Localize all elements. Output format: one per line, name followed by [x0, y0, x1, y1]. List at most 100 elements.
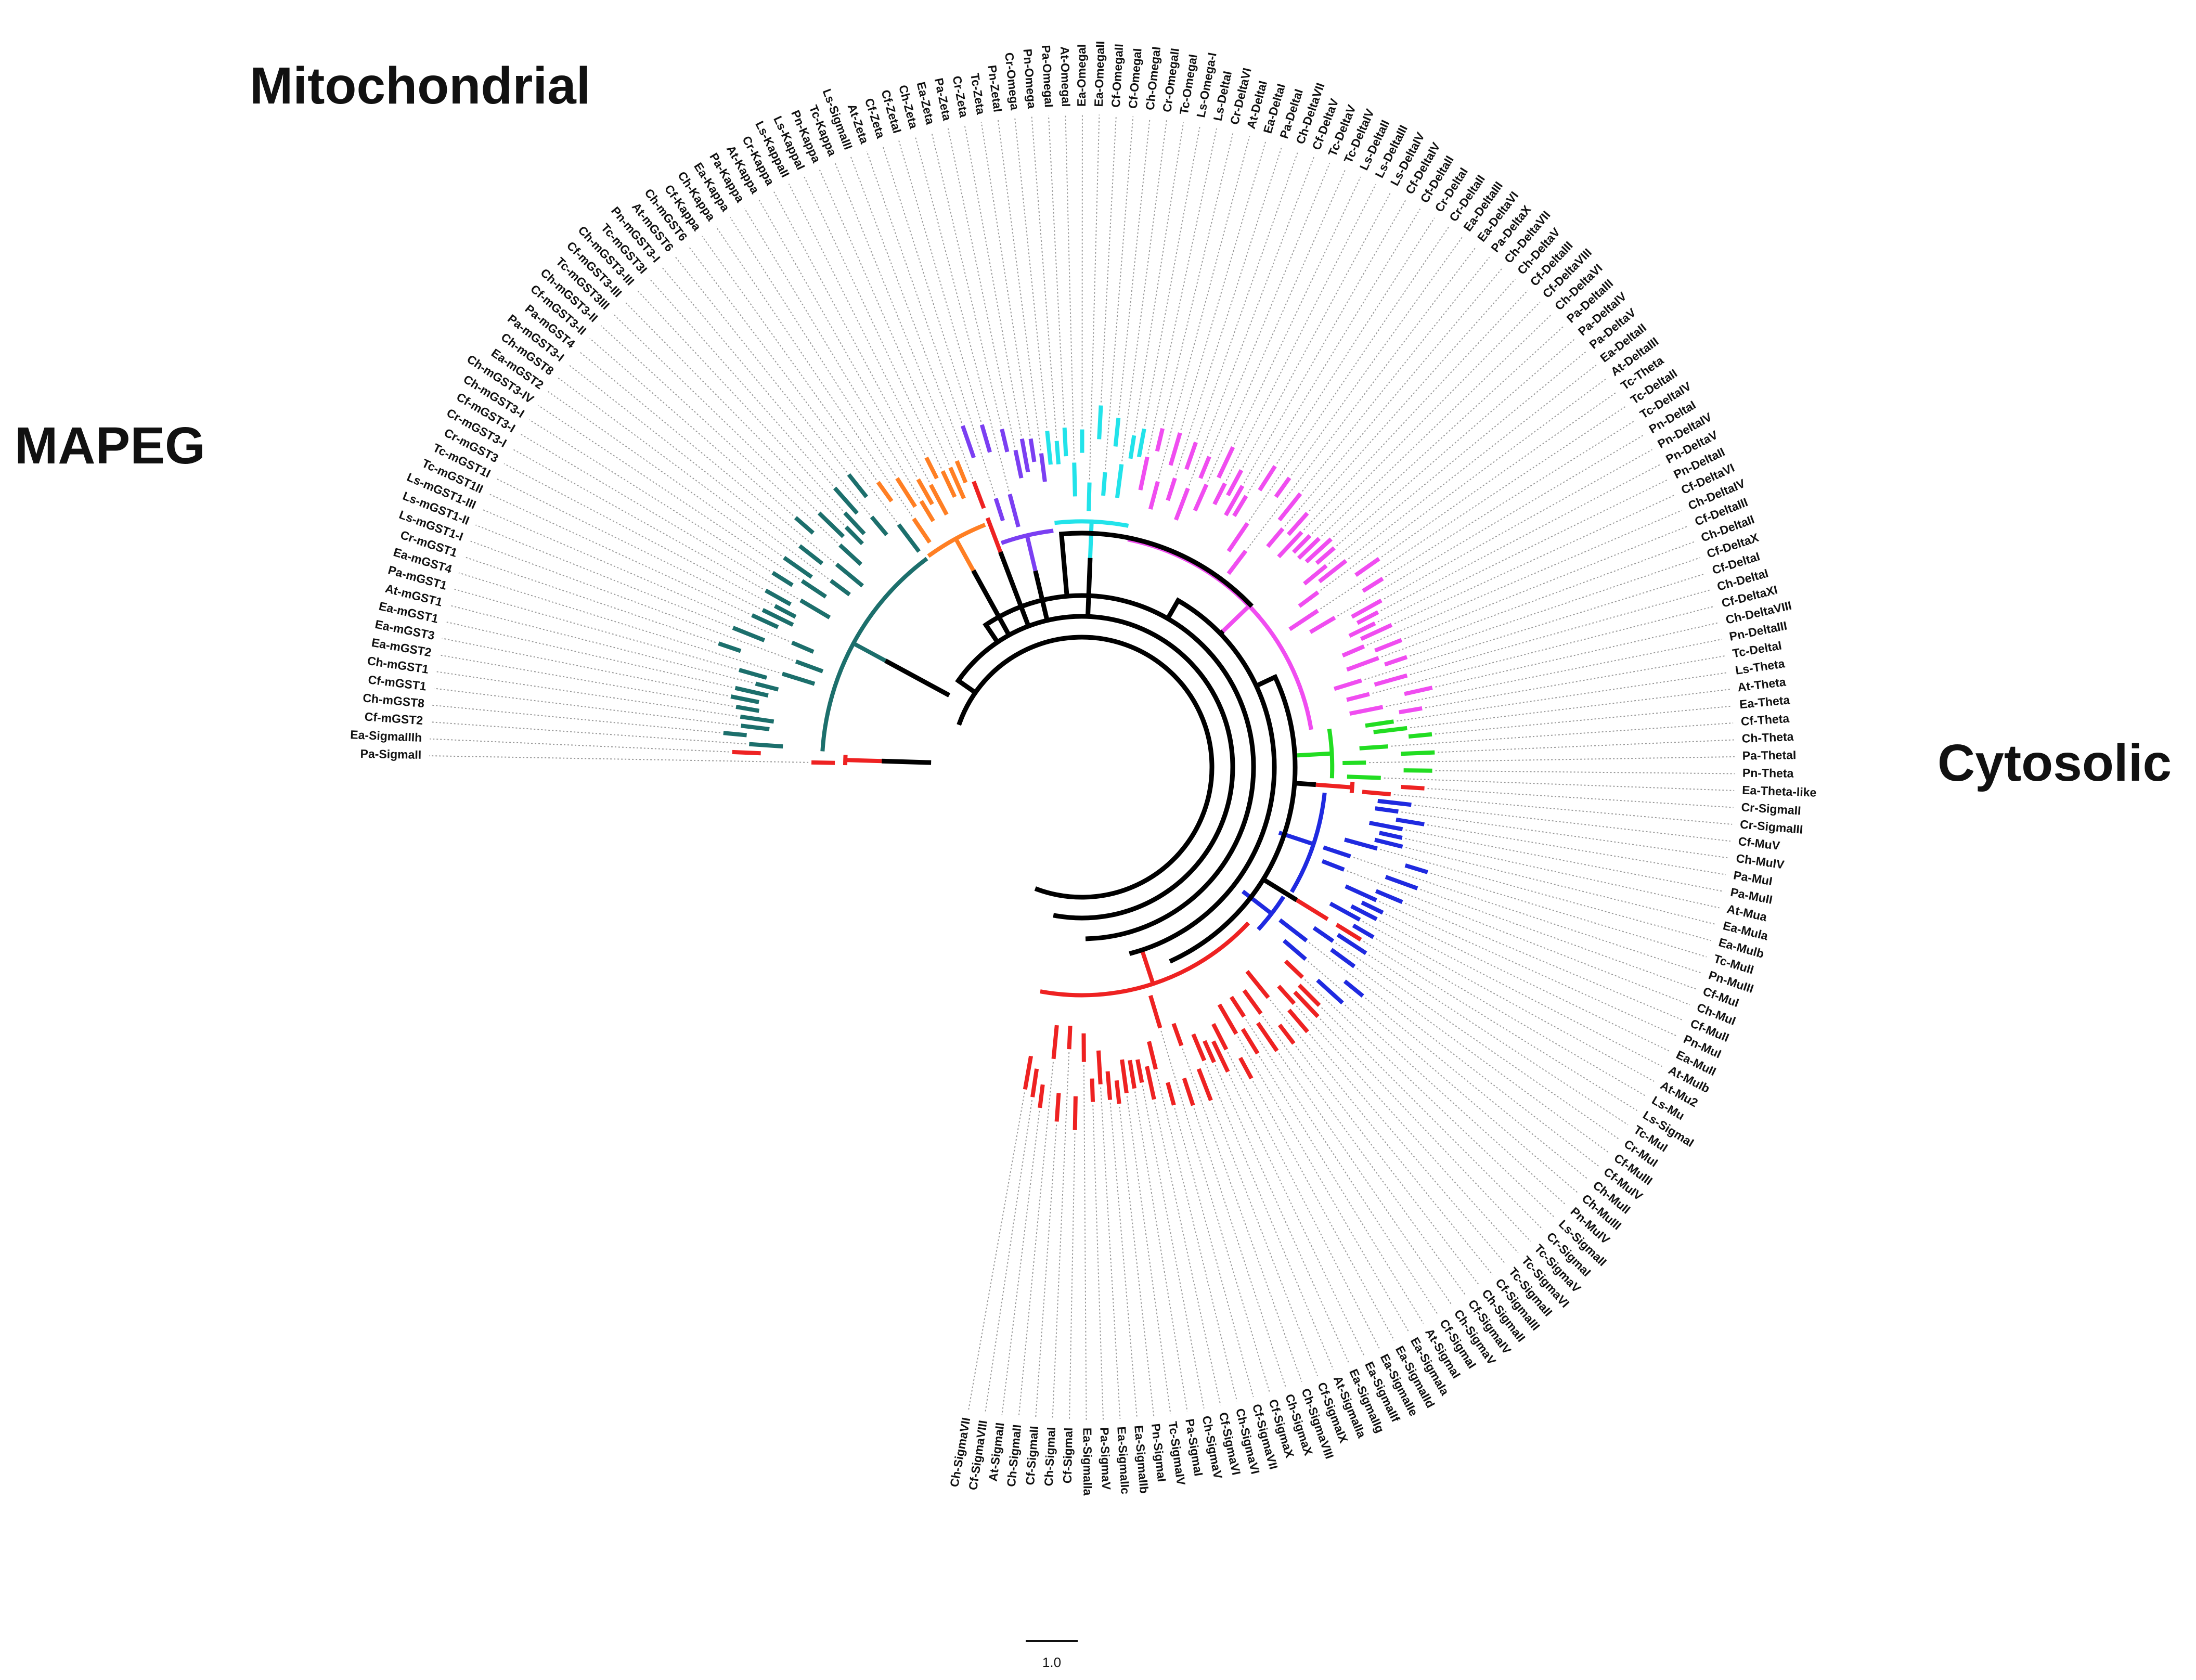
clade-stem — [1088, 521, 1094, 558]
terminal-branch — [1277, 1024, 1296, 1045]
leader-line — [600, 325, 838, 544]
leader-line — [819, 169, 950, 465]
terminal-branch — [1256, 1022, 1279, 1052]
leader-line — [1391, 722, 1734, 747]
terminal-branch — [948, 467, 966, 499]
terminal-branch — [1128, 435, 1136, 459]
leader-line — [1357, 967, 1609, 1153]
leader-line — [432, 704, 720, 733]
leader-line — [1309, 278, 1516, 511]
leader-line — [1427, 824, 1726, 875]
leaf-label: Cf-OmegaI — [1126, 48, 1144, 109]
leader-line — [997, 120, 1042, 450]
leader-line — [1089, 114, 1100, 480]
leader-line — [1180, 140, 1267, 430]
backbone-arc — [1169, 674, 1298, 964]
leader-line — [1405, 847, 1716, 925]
terminal-branch — [732, 749, 761, 756]
terminal-branch — [1287, 1009, 1309, 1033]
clade-stem — [1295, 751, 1332, 758]
leader-lines — [429, 114, 1735, 1420]
terminal-branch — [1051, 1025, 1059, 1059]
leader-line — [1302, 256, 1490, 492]
terminal-branch — [798, 544, 824, 565]
terminal-branch — [1298, 590, 1320, 608]
leader-line — [1295, 1045, 1480, 1286]
leaf-label: Pa-SigmaII — [360, 747, 421, 761]
leader-line — [1126, 1096, 1171, 1414]
terminal-branch — [1229, 996, 1246, 1018]
backbone-branch — [884, 658, 951, 697]
leader-line — [1385, 913, 1670, 1052]
terminal-branch — [1359, 744, 1388, 751]
leader-line — [1211, 1103, 1319, 1376]
terminal-branch — [829, 579, 851, 597]
terminal-branch — [730, 694, 759, 704]
leader-line — [788, 184, 926, 455]
terminal-branch — [1097, 405, 1103, 440]
terminal-branch — [735, 704, 760, 713]
leaf-label: Pa-SigmaV — [1097, 1427, 1113, 1491]
backbone-branch — [882, 758, 932, 765]
leader-line — [834, 162, 957, 459]
terminal-branch — [843, 511, 866, 536]
terminal-branch — [718, 641, 742, 653]
leaf-label: Pa-ThetaI — [1742, 748, 1797, 763]
leader-line — [1435, 705, 1732, 735]
terminal-branch — [1217, 1003, 1238, 1035]
terminal-branch — [1241, 1028, 1260, 1055]
terminal-branch — [844, 525, 864, 546]
leaf-label: Ch-SigmaII — [1004, 1424, 1024, 1488]
leader-line — [1147, 128, 1218, 454]
leader-line — [1134, 1091, 1188, 1412]
leader-line — [1381, 541, 1695, 657]
leader-line — [1386, 639, 1722, 707]
terminal-branch — [1362, 577, 1384, 593]
leader-line — [1410, 689, 1730, 729]
terminal-branch — [1403, 768, 1432, 773]
leader-line — [1018, 1062, 1054, 1417]
leaf-label: Cf-SigmaII — [1023, 1426, 1041, 1485]
terminal-branch — [993, 498, 1005, 522]
leaf-label: Ea-Theta-like — [1742, 783, 1817, 799]
terminal-branch — [919, 500, 935, 522]
terminal-branch — [741, 723, 770, 731]
terminal-branch — [1362, 790, 1391, 797]
leader-line — [1142, 1085, 1205, 1409]
terminal-branch — [928, 484, 949, 516]
leader-line — [1014, 118, 1048, 428]
terminal-branch — [1138, 456, 1149, 491]
leader-line — [624, 301, 845, 525]
terminal-branch — [1224, 485, 1245, 516]
terminal-branch — [1309, 615, 1336, 634]
scale-bar: 1.0 — [1026, 1640, 1078, 1670]
terminal-branch — [1365, 719, 1394, 728]
leader-line — [1380, 849, 1712, 941]
leader-line — [442, 638, 728, 696]
leader-line — [1270, 1000, 1493, 1275]
leader-line — [589, 338, 794, 516]
leader-line — [469, 540, 793, 661]
leader-line — [1237, 1036, 1410, 1333]
terminal-branch — [1374, 837, 1403, 849]
leader-line — [1353, 857, 1702, 974]
backbone-branch — [984, 623, 1000, 644]
terminal-branch — [1284, 960, 1304, 979]
terminal-branch — [1038, 1084, 1045, 1108]
terminal-branch — [800, 579, 827, 599]
leader-line — [434, 688, 738, 726]
leader-line — [850, 156, 973, 479]
leader-line — [1048, 115, 1065, 425]
clade-stem — [953, 537, 975, 572]
leader-line — [1121, 120, 1167, 461]
terminal-branch — [755, 681, 779, 692]
leader-line — [1393, 794, 1733, 825]
terminal-branch — [1147, 1041, 1158, 1070]
leader-line — [1438, 739, 1734, 753]
leader-line — [1321, 314, 1553, 537]
terminal-branch — [1155, 428, 1165, 452]
leader-line — [1242, 191, 1391, 468]
leader-line — [496, 478, 760, 609]
leader-line — [1365, 997, 1588, 1180]
